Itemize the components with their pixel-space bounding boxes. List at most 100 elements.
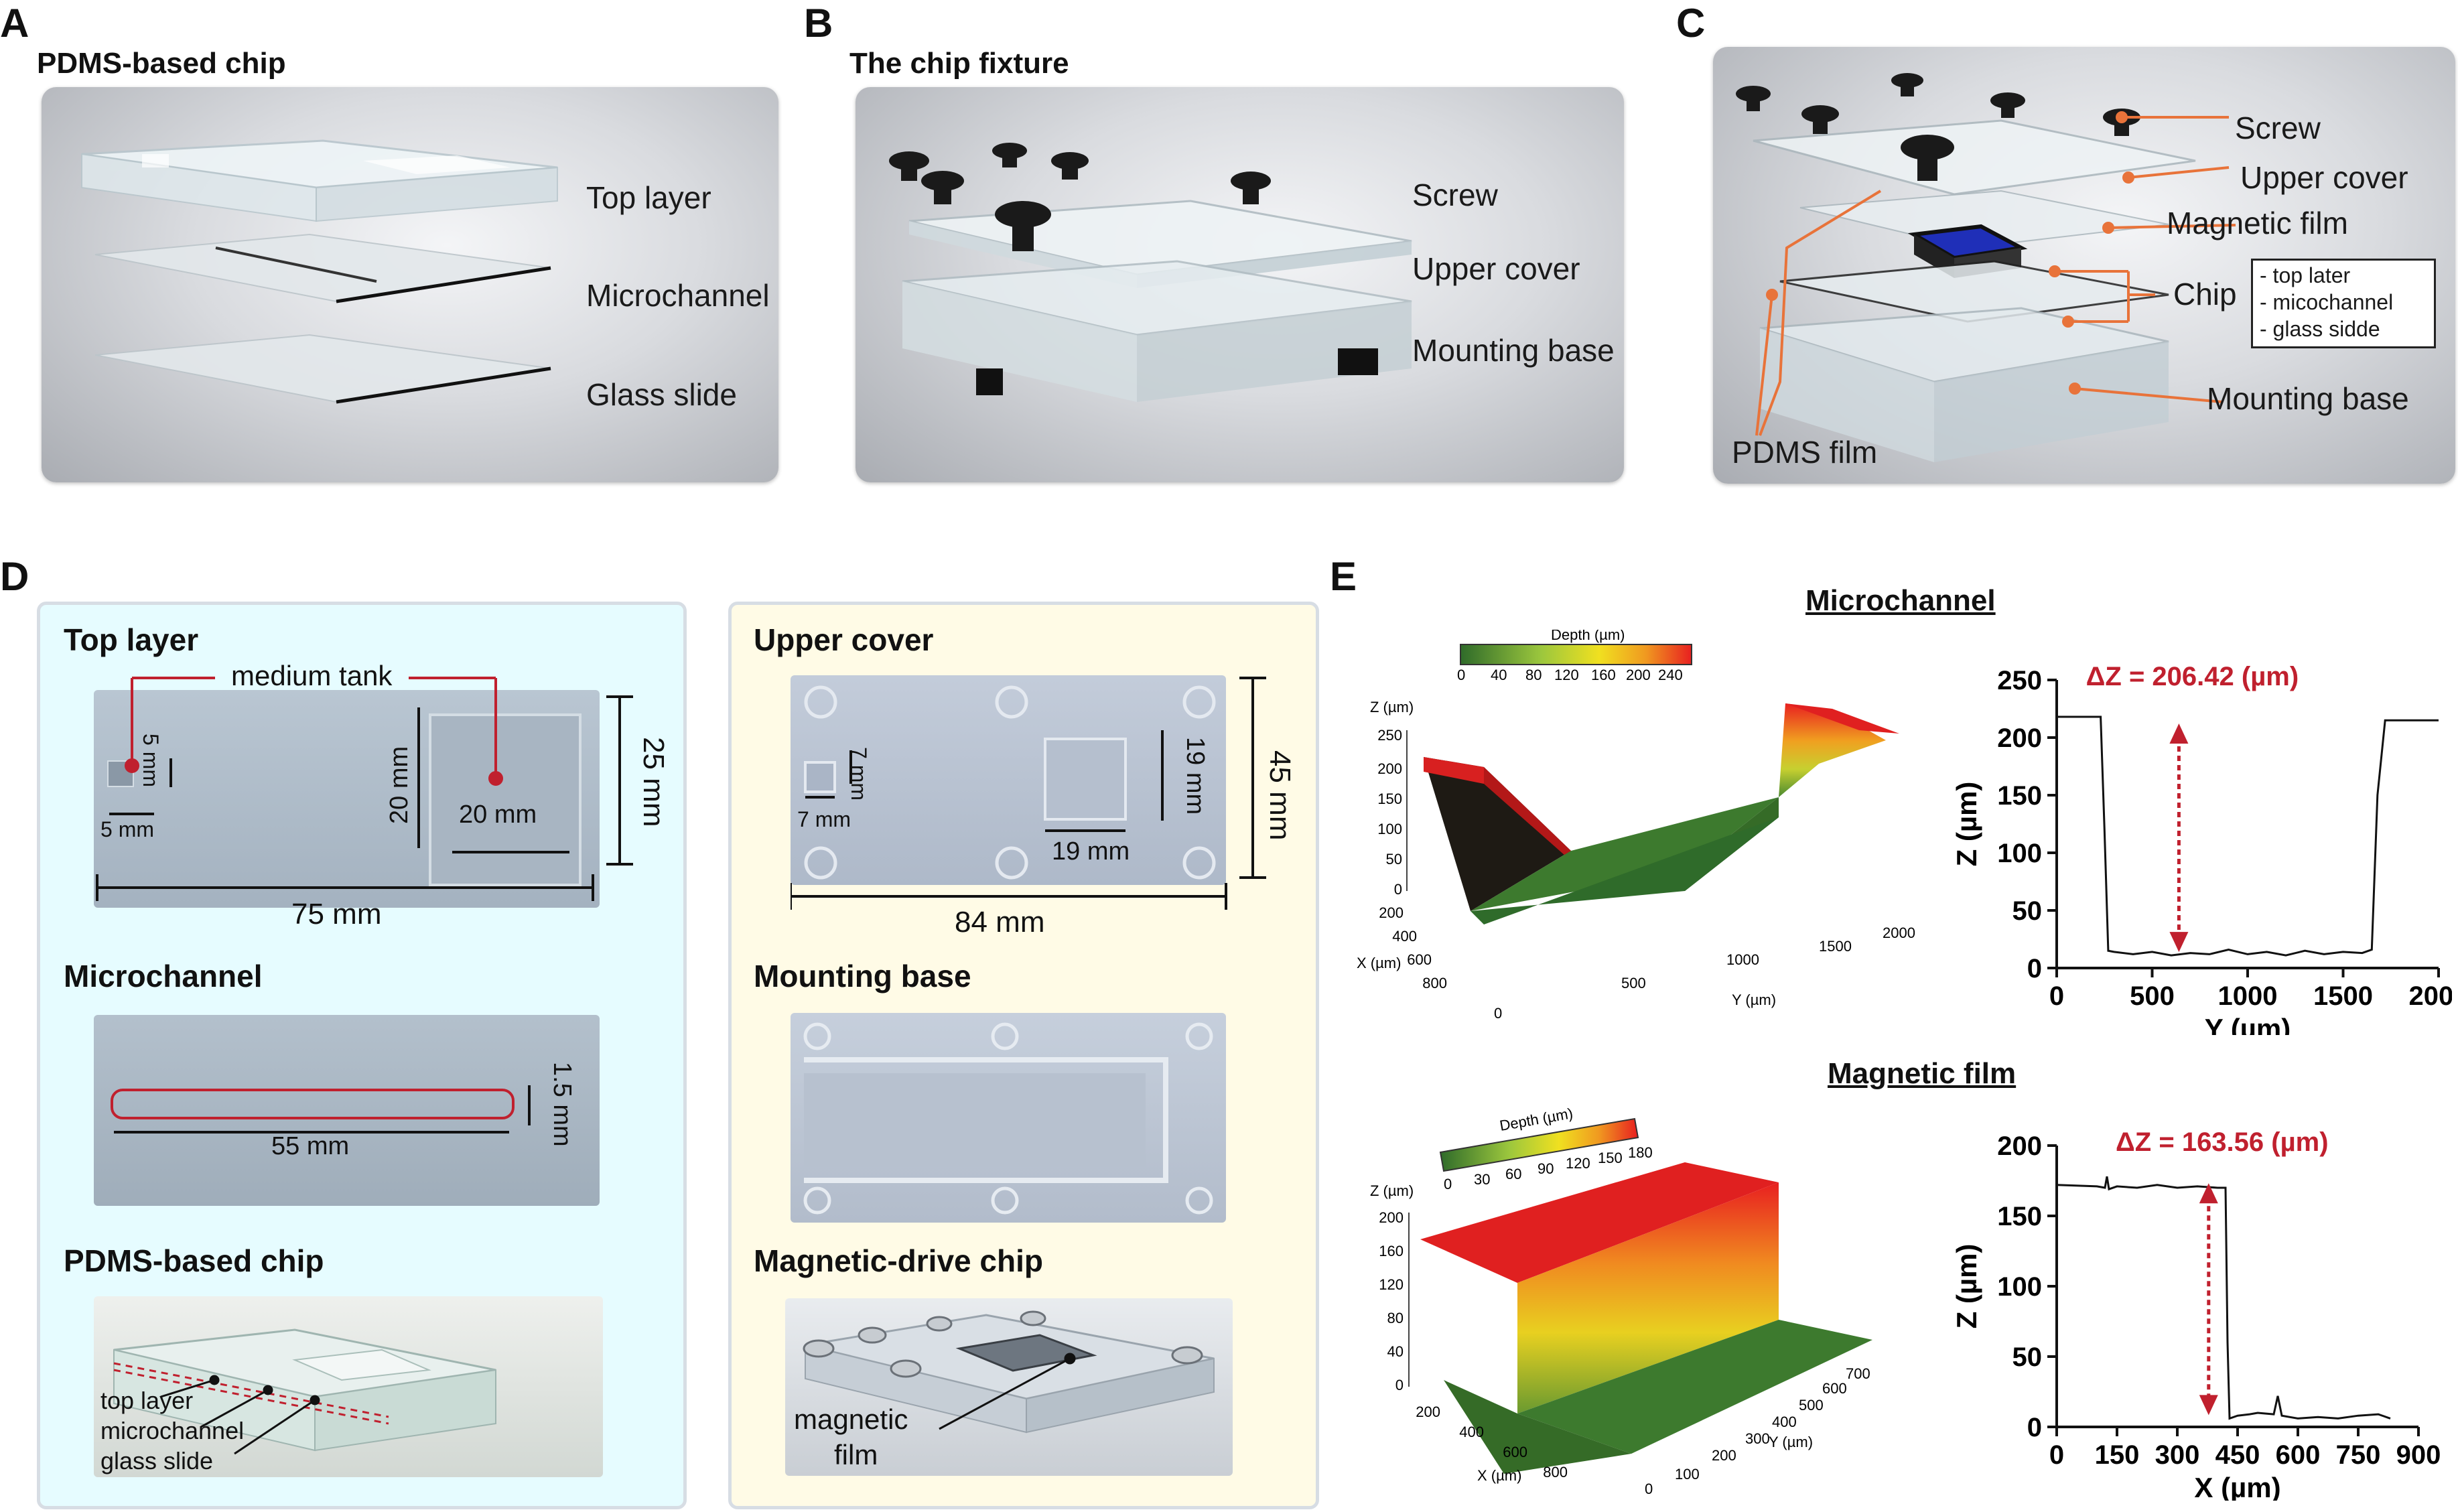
micro-header: Microchannel — [1805, 584, 1996, 617]
svg-text:200: 200 — [1416, 1403, 1440, 1420]
micro-profile-xlabel: Y (µm) — [2205, 1013, 2291, 1035]
pdms-chip-sketch — [113, 1328, 496, 1455]
svg-text:250: 250 — [1377, 727, 1402, 744]
svg-text:600: 600 — [1822, 1380, 1847, 1397]
dim-7mm-h: 7 mm — [847, 747, 871, 801]
svg-text:600: 600 — [1503, 1444, 1527, 1460]
svg-text:0: 0 — [1394, 881, 1402, 898]
svg-text:80: 80 — [1525, 667, 1542, 683]
upper-cover-dimension-lines — [791, 677, 1266, 910]
micro-ytick-label: 200 — [1997, 724, 2042, 753]
svg-text:400: 400 — [1772, 1414, 1797, 1430]
micro-profile-ylabel: Z (µm) — [1951, 782, 1982, 867]
micro-z-ticks: 250 200 150 100 50 0 — [1377, 727, 1402, 898]
micro-y-ticks: 0 500 1000 1500 2000 — [1494, 924, 1915, 1022]
svg-text:0: 0 — [1494, 1005, 1502, 1022]
panel-letter-a: A — [0, 1, 29, 46]
mounting-base-sketch — [803, 1022, 1213, 1215]
dim-1-5mm: 1.5 mm — [548, 1062, 576, 1147]
label-mounting-base-b: Mounting base — [1412, 333, 1615, 368]
label-microchannel: Microchannel — [586, 278, 770, 313]
panel-letter-e: E — [1330, 554, 1357, 599]
micro-x-axis-label: X (µm) — [1357, 955, 1401, 971]
label-magnetic-film-c: Magnetic film — [2167, 206, 2348, 240]
dim-5mm-h: 5 mm — [139, 734, 163, 787]
dim-55mm: 55 mm — [271, 1132, 350, 1160]
magnet-xtick-label: 300 — [2155, 1440, 2200, 1470]
svg-text:0: 0 — [1444, 1176, 1452, 1192]
magnet-ytick-label: 0 — [2027, 1413, 2042, 1442]
svg-text:50: 50 — [1386, 851, 1402, 868]
label-chip-c: Chip — [2173, 277, 2237, 312]
micro-xtick-label: 0 — [2049, 981, 2064, 1011]
micro-delta-annotation: ΔZ = 206.42 (µm) — [2086, 662, 2299, 691]
label-pdms-film-c: PDMS film — [1732, 435, 1878, 470]
dim-25mm: 25 mm — [637, 737, 670, 827]
micro-z-axis-label: Z (µm) — [1370, 699, 1414, 715]
pdms-layer-glass: glass slide — [100, 1447, 214, 1474]
micro-delta-arrowhead-down — [2169, 932, 2189, 953]
micro-profile-axes — [2055, 680, 2439, 969]
svg-text:200: 200 — [1712, 1447, 1736, 1464]
magnet-ytick-label: 50 — [2012, 1343, 2043, 1372]
chip-exploded-illustration — [81, 139, 558, 404]
top-layer-title: Top layer — [64, 622, 199, 657]
svg-text:100: 100 — [1675, 1466, 1700, 1483]
magnetic-chip-sketch — [803, 1310, 1215, 1434]
fixture-with-chip-illustration — [1736, 73, 2236, 462]
svg-text:700: 700 — [1846, 1365, 1870, 1382]
magnetic-film-label-2: film — [834, 1439, 878, 1470]
dim-19mm-h: 19 mm — [1181, 737, 1209, 815]
svg-text:400: 400 — [1392, 928, 1417, 945]
micro-x-ticks: 200 400 600 800 — [1379, 904, 1447, 991]
svg-text:500: 500 — [1621, 975, 1646, 991]
magnet-xtick-label: 0 — [2049, 1440, 2064, 1470]
magnetic-film-label-1: magnetic — [794, 1403, 908, 1435]
dim-medium-tank: medium tank — [231, 660, 393, 691]
panel-a-render — [42, 87, 778, 482]
magnet-profile-xlabel: X (µm) — [2194, 1472, 2280, 1501]
micro-xtick-label: 1000 — [2218, 981, 2278, 1011]
surface-plot-microchannel: Depth (µm) 0 40 80 120 160 200 240 Z (µm… — [1357, 630, 1915, 1022]
panel-letter-d: D — [0, 554, 29, 599]
panel-b-title: The chip fixture — [849, 47, 1069, 80]
micro-ytick-label: 50 — [2012, 896, 2043, 926]
micro-ytick-label: 100 — [1997, 839, 2042, 868]
svg-text:300: 300 — [1745, 1430, 1770, 1447]
microchannel-photo — [94, 1015, 600, 1206]
svg-text:160: 160 — [1591, 667, 1616, 683]
magnet-legend-ticks: 0 30 60 90 120 150 180 — [1444, 1144, 1653, 1192]
svg-text:600: 600 — [1407, 951, 1432, 968]
micro-ytick-label: 0 — [2027, 954, 2042, 983]
svg-text:120: 120 — [1379, 1276, 1404, 1293]
svg-text:90: 90 — [1538, 1160, 1554, 1177]
label-top-layer: Top layer — [586, 180, 711, 215]
magnet-xtick-label: 900 — [2396, 1440, 2441, 1470]
svg-text:30: 30 — [1474, 1171, 1490, 1188]
panel-b-render — [856, 87, 1624, 482]
label-screw-c: Screw — [2235, 111, 2321, 145]
magnet-header: Magnetic film — [1828, 1057, 2017, 1090]
mounting-base-title: Mounting base — [754, 959, 971, 993]
svg-text:0: 0 — [1395, 1377, 1404, 1393]
magnet-y-ticks: 0 100 200 300 400 500 600 700 — [1645, 1365, 1870, 1497]
magnet-z-axis-label: Z (µm) — [1370, 1182, 1414, 1199]
large-tank — [429, 713, 582, 886]
surface-plot-magnetic: Depth (µm) 0 30 60 90 120 150 180 Z (µm)… — [1370, 1105, 1872, 1497]
label-upper-cover-c: Upper cover — [2240, 160, 2408, 195]
microchannel-title: Microchannel — [64, 959, 263, 993]
dim-20mm-w: 20 mm — [459, 801, 537, 829]
svg-text:200: 200 — [1377, 760, 1402, 777]
micro-legend-ticks: 0 40 80 120 160 200 240 — [1457, 667, 1683, 683]
magnetic-chip-title: Magnetic-drive chip — [754, 1243, 1043, 1278]
micro-delta-arrowhead-up — [2169, 724, 2189, 744]
magnet-legend-title: Depth (µm) — [1499, 1105, 1574, 1134]
micro-profile-line — [2057, 715, 2439, 957]
dim-5mm-w: 5 mm — [100, 817, 154, 841]
chip-parts-box: - top later - micochannel - glass sidde — [2251, 259, 2436, 348]
pdms-chip-title: PDMS-based chip — [64, 1243, 324, 1278]
magnet-xtick-label: 450 — [2215, 1440, 2260, 1470]
micro-xtick-label: 1500 — [2313, 981, 2373, 1011]
pdms-layer-top: top layer — [100, 1387, 194, 1414]
